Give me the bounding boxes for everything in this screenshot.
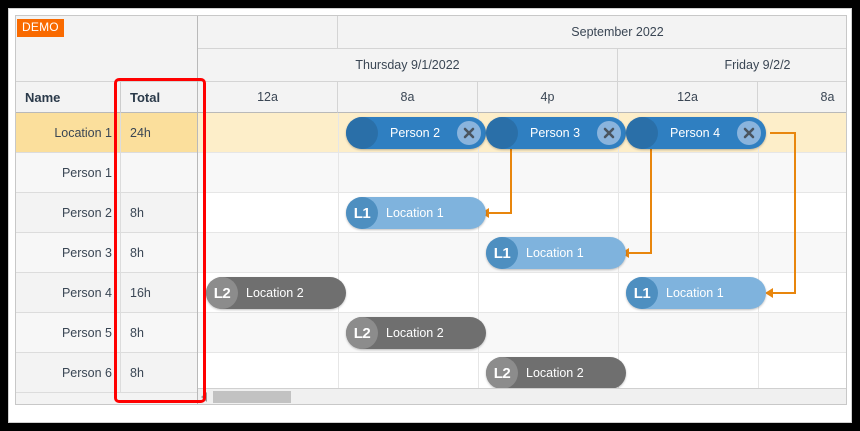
resource-row[interactable]: Person 1 — [16, 153, 197, 193]
event-label: Location 1 — [526, 246, 584, 260]
timeline-day-header[interactable]: Thursday 9/1/2022 — [198, 49, 618, 82]
grid-line — [618, 193, 619, 232]
event-bar[interactable]: L2 Location 2 — [206, 277, 346, 309]
resource-total: 8h — [120, 233, 198, 272]
horizontal-scrollbar[interactable] — [198, 388, 846, 404]
grid-line — [338, 313, 339, 352]
grid-line — [758, 353, 759, 392]
timeline-hour-header[interactable]: 12a — [618, 82, 758, 113]
event-label: Location 2 — [246, 286, 304, 300]
resource-total: 8h — [120, 193, 198, 232]
event-label: Location 1 — [386, 206, 444, 220]
timeline-hour-header[interactable]: 4p — [478, 82, 618, 113]
resource-total: 8h — [120, 313, 198, 352]
resource-row[interactable]: Person 4 16h — [16, 273, 197, 313]
timeline-day-header[interactable]: Friday 9/2/2 — [618, 49, 846, 82]
event-bar[interactable]: L1 Location 1 — [346, 197, 486, 229]
event-bar[interactable]: L1 Location 1 — [626, 277, 766, 309]
timeline-hour-header[interactable]: 8a — [758, 82, 846, 113]
resource-name: Person 4 — [61, 285, 112, 300]
resource-name: Person 1 — [61, 165, 112, 180]
resource-total: 16h — [120, 273, 198, 312]
event-bar[interactable]: Person 2 — [346, 117, 486, 149]
timeline-month-header: September 2022 — [338, 16, 846, 49]
event-bar[interactable]: L2 Location 2 — [486, 357, 626, 389]
resource-column-headers: Name Total — [16, 82, 197, 113]
grid-line — [478, 353, 479, 392]
event-avatar: L2 — [206, 277, 238, 309]
event-avatar: L1 — [486, 237, 518, 269]
resource-total — [120, 153, 198, 192]
event-avatar: L2 — [486, 357, 518, 389]
timeline-row[interactable] — [198, 313, 846, 353]
grid-line — [478, 273, 479, 312]
event-avatar: L1 — [346, 197, 378, 229]
column-header-name[interactable]: Name — [25, 90, 61, 105]
event-avatar — [486, 117, 518, 149]
column-header-total[interactable]: Total — [120, 82, 198, 113]
scrollbar-thumb[interactable] — [213, 391, 291, 403]
resource-name: Person 5 — [61, 325, 112, 340]
grid-line — [758, 233, 759, 272]
event-label: Location 2 — [526, 366, 584, 380]
grid-line — [758, 193, 759, 232]
grid-line — [338, 113, 339, 152]
grid-line — [478, 233, 479, 272]
event-avatar: L2 — [346, 317, 378, 349]
grid-line — [478, 153, 479, 192]
grid-line — [618, 273, 619, 312]
resource-total: 8h — [120, 353, 198, 392]
timeline-month-header-blank — [198, 16, 338, 49]
event-label: Person 4 — [670, 126, 721, 140]
grid-line — [758, 153, 759, 192]
close-icon[interactable] — [457, 121, 481, 145]
resource-row[interactable]: Person 2 8h — [16, 193, 197, 233]
resource-name: Person 6 — [61, 365, 112, 380]
resource-name: Person 2 — [61, 205, 112, 220]
grid-line — [618, 313, 619, 352]
event-label: Person 2 — [390, 126, 441, 140]
demo-badge: DEMO — [17, 19, 64, 37]
timeline-row[interactable] — [198, 153, 846, 193]
resource-name: Person 3 — [61, 245, 112, 260]
timeline-row[interactable] — [198, 193, 846, 233]
event-bar[interactable]: L2 Location 2 — [346, 317, 486, 349]
grid-line — [338, 193, 339, 232]
event-bar[interactable]: Person 3 — [486, 117, 626, 149]
close-icon[interactable] — [737, 121, 761, 145]
resource-row[interactable]: Person 6 8h — [16, 353, 197, 393]
resource-name: Location 1 — [54, 125, 112, 140]
grid-line — [338, 353, 339, 392]
grid-line — [338, 233, 339, 272]
grid-line — [338, 153, 339, 192]
event-avatar — [346, 117, 378, 149]
resource-total: 24h — [120, 113, 198, 152]
event-label: Person 3 — [530, 126, 581, 140]
timeline-hour-header[interactable]: 8a — [338, 82, 478, 113]
grid-line — [758, 313, 759, 352]
resource-row[interactable]: Person 3 8h — [16, 233, 197, 273]
event-label: Location 2 — [386, 326, 444, 340]
resource-row[interactable]: Person 5 8h — [16, 313, 197, 353]
close-icon[interactable] — [597, 121, 621, 145]
event-avatar: L1 — [626, 277, 658, 309]
event-bar[interactable]: Person 4 — [626, 117, 766, 149]
event-bar[interactable]: L1 Location 1 — [486, 237, 626, 269]
scroll-left-arrow-icon[interactable] — [201, 392, 207, 402]
event-label: Location 1 — [666, 286, 724, 300]
event-avatar — [626, 117, 658, 149]
grid-line — [618, 153, 619, 192]
resource-row[interactable]: Location 1 24h — [16, 113, 197, 153]
timeline-hour-header[interactable]: 12a — [198, 82, 338, 113]
